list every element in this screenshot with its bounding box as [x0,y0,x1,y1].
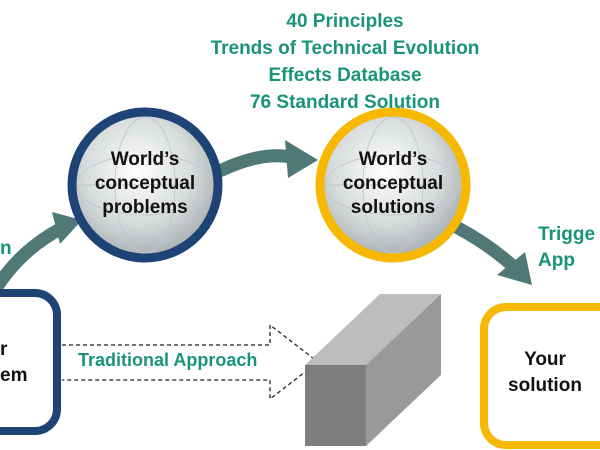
traditional-approach-label: Traditional Approach [78,350,258,370]
right-side-text: Trigge App [538,222,595,274]
conceptual-problems-line-1: World’s [110,149,180,170]
arrowhead-concept-problem-to-solution [285,140,318,178]
your-problem-label: r em [0,337,27,389]
your-solution-line-2: solution [508,375,582,396]
your-problem-line-1: r [0,339,8,360]
arrowhead-concept-to-solution [497,252,532,285]
arrow-concept-problem-to-solution [215,149,302,177]
left-side-text: n [0,238,12,259]
tool-effects-database: Effects Database [268,65,422,86]
globe-grid-left [76,116,214,254]
your-solution-label: Your solution [500,347,590,399]
your-solution-line-1: Your [524,349,566,370]
tool-40-principles: 40 Principles [286,11,404,32]
conceptual-solutions-line-1: World’s [358,149,428,170]
tool-76-standard-solution: 76 Standard Solution [249,92,441,113]
barrier-block [305,294,441,446]
triz-tools-list: 40 Principles Trends of Technical Evolut… [0,8,600,116]
conceptual-problems-label: World’s conceptual problems [75,148,215,220]
your-problem-line-2: em [0,365,28,386]
conceptual-problems-line-3: problems [102,197,188,218]
arrow-concept-to-solution [451,221,522,275]
conceptual-solutions-line-3: solutions [350,197,436,218]
arrowhead-problem-to-concept [52,212,82,244]
right-side-text-line-2: App [538,250,575,271]
your-solution-box [480,303,600,449]
conceptual-solutions-line-2: conceptual [342,173,444,194]
your-problem-box [0,289,61,435]
conceptual-solutions-label: World’s conceptual solutions [323,148,463,220]
tool-trends: Trends of Technical Evolution [210,38,480,59]
globe-grid-right [324,116,462,254]
conceptual-problems-line-2: conceptual [94,173,196,194]
arrow-problem-to-concept [0,221,69,295]
right-side-text-line-1: Trigge [538,224,596,245]
